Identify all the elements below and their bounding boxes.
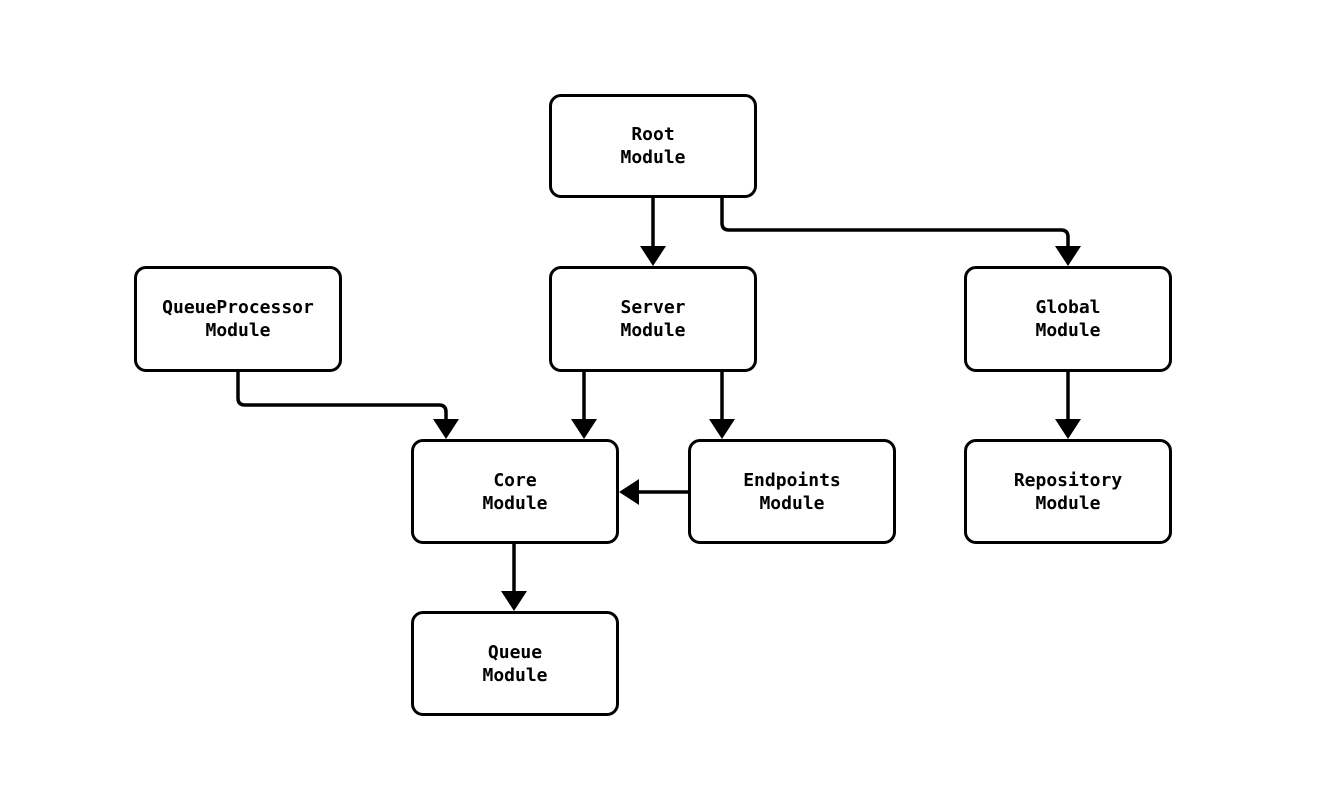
edge-root-to-server bbox=[640, 198, 666, 266]
arrowhead-icon bbox=[640, 246, 666, 266]
arrowhead-icon bbox=[433, 419, 459, 439]
node-queue-module: Queue Module bbox=[411, 611, 619, 716]
node-label: Server Module bbox=[620, 297, 686, 341]
node-core-module: Core Module bbox=[411, 439, 619, 544]
node-queueprocessor-module: QueueProcessor Module bbox=[134, 266, 342, 372]
node-repository-module: Repository Module bbox=[964, 439, 1172, 544]
arrowhead-icon bbox=[1055, 246, 1081, 266]
node-label: Queue Module bbox=[482, 641, 548, 686]
node-label: Root Module bbox=[620, 124, 686, 168]
arrowhead-icon bbox=[1055, 419, 1081, 439]
edge-server-to-core bbox=[571, 372, 597, 439]
arrowhead-icon bbox=[501, 591, 527, 611]
node-label: Repository Module bbox=[1013, 469, 1123, 514]
edge-root-to-global bbox=[720, 198, 1081, 266]
edge-server-to-endpoints bbox=[709, 372, 735, 439]
node-endpoints-module: Endpoints Module bbox=[688, 439, 896, 544]
node-label: QueueProcessor Module bbox=[162, 297, 314, 341]
node-label: Global Module bbox=[1035, 297, 1101, 341]
edge-endpoints-to-core bbox=[619, 479, 688, 505]
edge-queueprocessor-to-core bbox=[236, 372, 459, 439]
edge-global-to-repository bbox=[1055, 372, 1081, 439]
node-global-module: Global Module bbox=[964, 266, 1172, 372]
arrowhead-icon bbox=[619, 479, 639, 505]
node-server-module: Server Module bbox=[549, 266, 757, 372]
edge-core-to-queue bbox=[501, 544, 527, 611]
node-label: Core Module bbox=[482, 469, 548, 514]
node-root-module: Root Module bbox=[549, 94, 757, 198]
arrowhead-icon bbox=[571, 419, 597, 439]
node-label: Endpoints Module bbox=[743, 469, 841, 514]
arrowhead-icon bbox=[709, 419, 735, 439]
